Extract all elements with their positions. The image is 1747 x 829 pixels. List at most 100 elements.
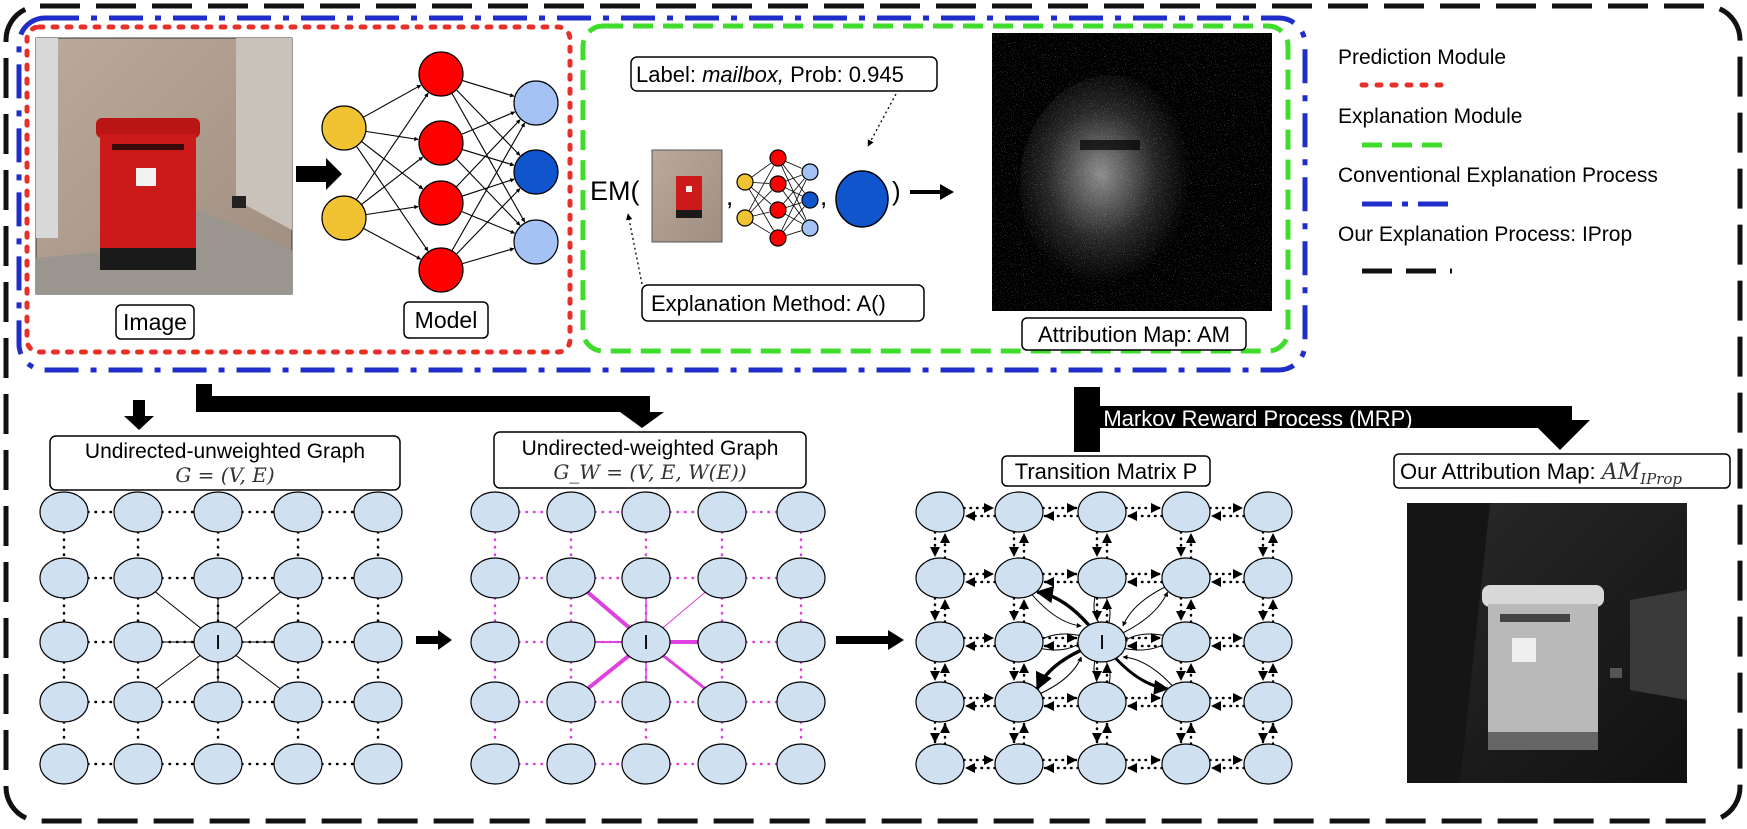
neuron <box>418 51 464 97</box>
mini-neural-network <box>736 149 819 247</box>
graph-node <box>1161 743 1211 785</box>
graph-node <box>1077 491 1127 533</box>
mrp-arrow <box>1074 387 1590 452</box>
graph-node <box>546 491 596 533</box>
nn-connection <box>361 156 424 205</box>
iprop-process-border <box>3 3 1743 824</box>
neuron <box>801 219 819 237</box>
graph-node <box>915 681 965 723</box>
nn-connection <box>752 182 770 184</box>
neuron <box>769 201 787 219</box>
center-node-label: I <box>643 632 649 654</box>
graph-node <box>1243 681 1293 723</box>
mrp-label: Markov Reward Process (MRP) <box>1103 406 1412 431</box>
neuron <box>769 175 787 193</box>
graph-node <box>273 681 323 723</box>
nn-connection <box>782 164 805 194</box>
transition-graph-title: Transition Matrix P <box>1015 459 1198 484</box>
image-label: Image <box>123 309 187 335</box>
nn-connection <box>455 188 521 255</box>
neuron <box>513 219 559 265</box>
unweighted-graph: I <box>39 491 403 785</box>
graph-node <box>470 681 520 723</box>
arrow-graph1-to-graph2 <box>416 630 452 650</box>
input-image <box>35 37 293 295</box>
graph-node <box>1161 681 1211 723</box>
graph-node <box>546 557 596 599</box>
model-label-box <box>403 301 489 339</box>
graph-node <box>1243 621 1293 663</box>
graph-node <box>113 557 163 599</box>
graph-node <box>113 621 163 663</box>
graph-node <box>273 491 323 533</box>
nn-connection <box>461 148 515 167</box>
graph-node <box>776 681 826 723</box>
nn-connection <box>461 79 515 98</box>
graph-node <box>39 491 89 533</box>
graph-node <box>776 743 826 785</box>
legend-iprop-label: Our Explanation Process: IProp <box>1338 223 1632 246</box>
graph-node <box>697 743 747 785</box>
ours-label: Our Attribution Map: AMIProp <box>1400 459 1682 488</box>
graph-node <box>915 491 965 533</box>
nn-connection <box>752 211 770 217</box>
graph-node <box>1161 621 1211 663</box>
nn-connection <box>751 221 771 234</box>
weighted-graph: I <box>470 491 826 785</box>
nn-connection <box>782 206 805 233</box>
graph-node <box>1077 743 1127 785</box>
legend-conventional-label: Conventional Explanation Process <box>1338 164 1658 187</box>
graph-node <box>273 621 323 663</box>
nn-connection <box>781 179 807 231</box>
label-prefix: Label: <box>636 62 702 87</box>
graph-node <box>353 743 403 785</box>
graph-node <box>193 743 243 785</box>
method-label-box <box>641 284 925 322</box>
close-paren: ) <box>892 176 901 206</box>
graph-node <box>621 743 671 785</box>
graph-node <box>1077 681 1127 723</box>
prob-text: Prob: 0.945 <box>784 62 904 87</box>
neuron <box>801 191 819 209</box>
nn-connection <box>785 160 802 169</box>
nn-connection <box>782 178 805 205</box>
nn-connection <box>365 130 419 142</box>
ours-label-math: AM <box>1600 460 1641 485</box>
graph-node <box>39 621 89 663</box>
graph-node <box>39 557 89 599</box>
nn-connection <box>461 210 516 234</box>
transition-graph: I <box>915 491 1293 785</box>
graph-node <box>546 681 596 723</box>
graph-node <box>621 621 671 663</box>
nn-connection <box>750 190 773 213</box>
conventional-process-border <box>16 15 1308 373</box>
graph-node <box>915 621 965 663</box>
attribution-label-box <box>1021 317 1247 351</box>
graph-node <box>39 743 89 785</box>
nn-connection <box>355 145 429 252</box>
graph-node <box>273 557 323 599</box>
graph-node <box>1243 491 1293 533</box>
nn-connection <box>361 141 424 190</box>
dotted-arrow-label <box>867 93 897 147</box>
nn-connection <box>780 165 807 220</box>
graph-node <box>697 557 747 599</box>
graph-node <box>353 681 403 723</box>
mini-input-image <box>651 149 723 243</box>
graph-node <box>994 557 1044 599</box>
neuron <box>769 229 787 247</box>
graph-node <box>994 491 1044 533</box>
graph-node <box>546 743 596 785</box>
comma-1: , <box>726 181 733 211</box>
graph-node <box>776 491 826 533</box>
neuron <box>736 173 754 191</box>
graph-node <box>1243 557 1293 599</box>
em-function-text: EM( <box>590 176 640 206</box>
nn-connection <box>751 162 771 178</box>
neuron <box>321 195 367 241</box>
neuron <box>513 149 559 195</box>
graph-node <box>621 681 671 723</box>
image-label-box <box>115 304 195 340</box>
comma-2: , <box>820 181 827 211</box>
nn-connection <box>451 122 526 252</box>
